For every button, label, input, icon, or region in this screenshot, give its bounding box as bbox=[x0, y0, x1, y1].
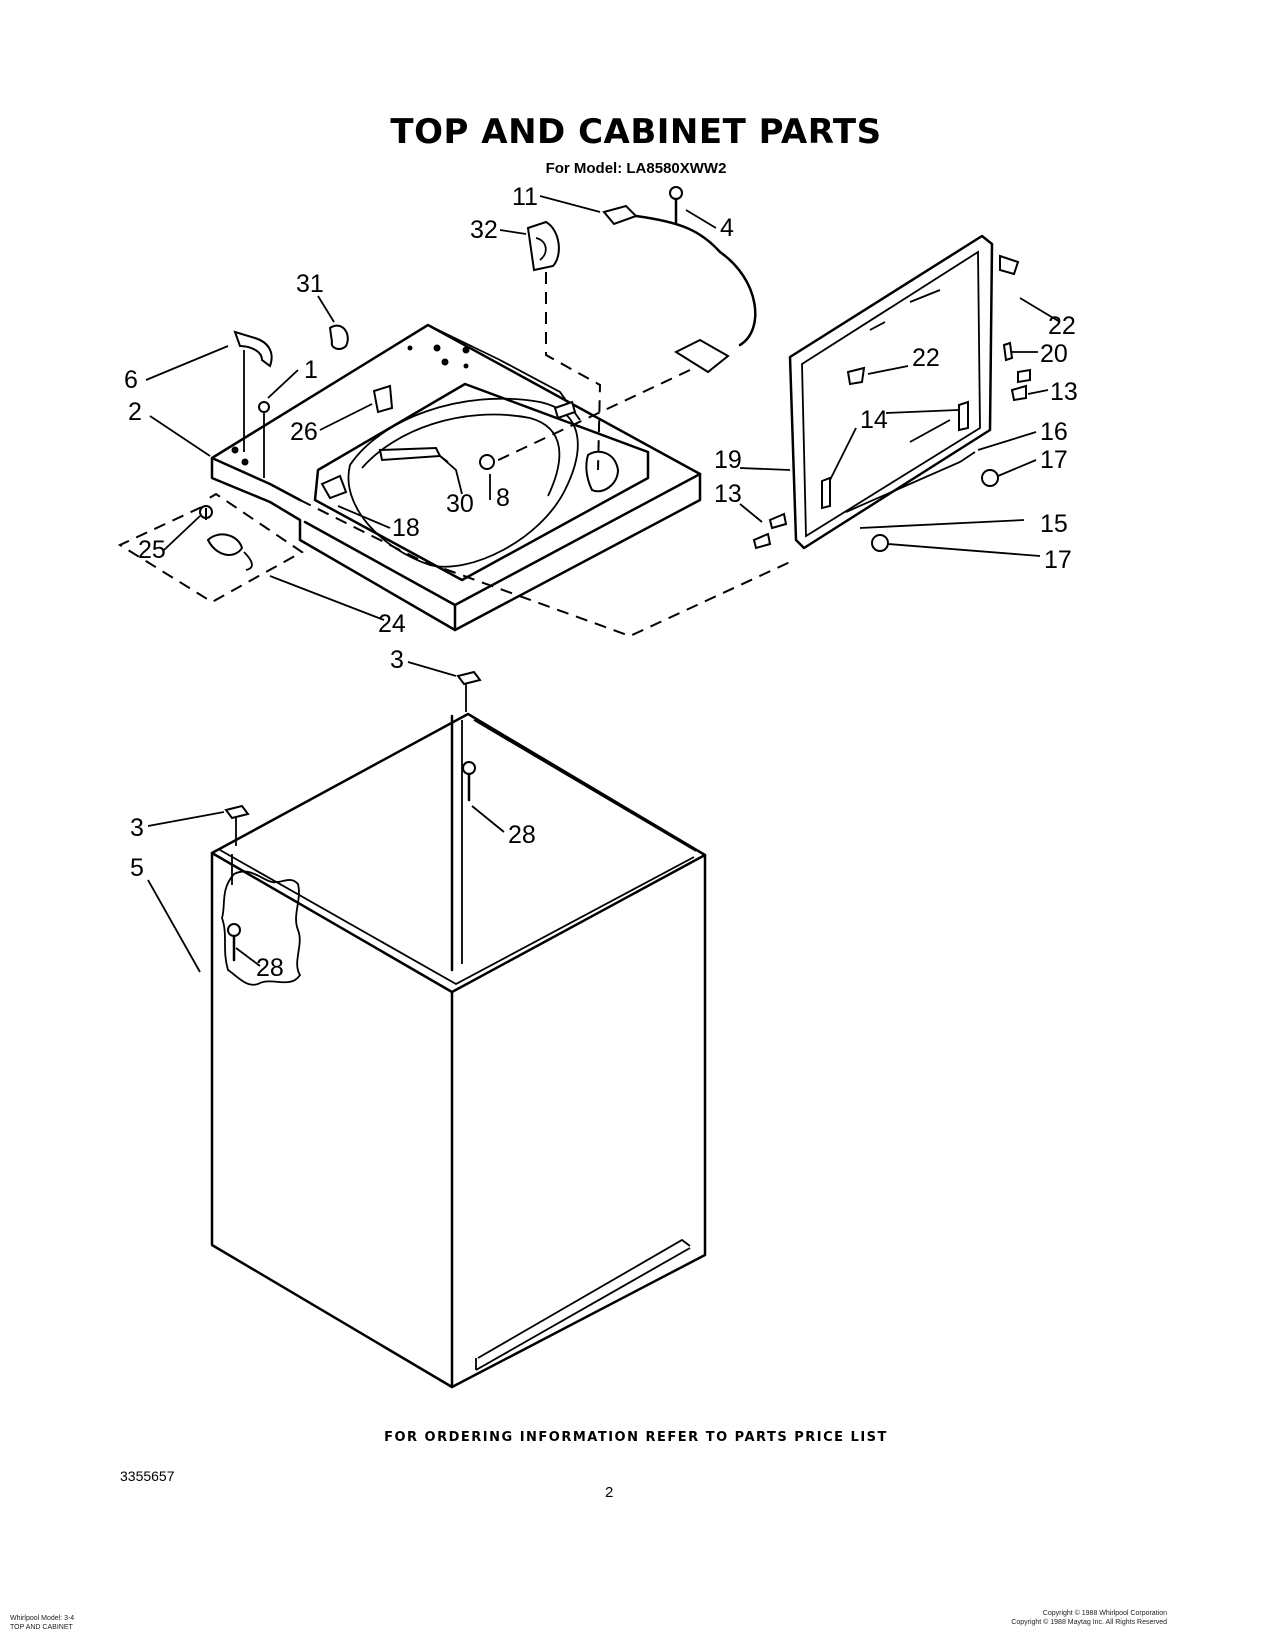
cabinet-top bbox=[210, 323, 702, 632]
callout-20: 20 bbox=[1040, 340, 1068, 368]
ordering-info-note: FOR ORDERING INFORMATION REFER TO PARTS … bbox=[384, 1430, 888, 1445]
callout-4: 4 bbox=[720, 214, 734, 242]
callout-8: 8 bbox=[496, 484, 510, 512]
cabinet bbox=[210, 712, 707, 1389]
callout-1: 1 bbox=[304, 356, 318, 384]
callout-17: 17 bbox=[1040, 446, 1068, 474]
callout-28: 28 bbox=[508, 821, 536, 849]
callout-31: 31 bbox=[296, 270, 324, 298]
callout-25: 25 bbox=[138, 536, 166, 564]
callout-3: 3 bbox=[130, 814, 144, 842]
callout-22: 22 bbox=[1048, 312, 1076, 340]
callout-19: 19 bbox=[714, 446, 742, 474]
callout-13: 13 bbox=[714, 480, 742, 508]
copyright-line: Copyright © 1988 Whirlpool Corporation bbox=[1042, 1610, 1167, 1617]
callout-15: 15 bbox=[1040, 510, 1068, 538]
callout-3: 3 bbox=[390, 646, 404, 674]
callout-2: 2 bbox=[128, 398, 142, 426]
callout-24: 24 bbox=[378, 610, 406, 638]
callout-18: 18 bbox=[392, 514, 420, 542]
guide-lines bbox=[117, 272, 791, 638]
footer-left-line: TOP AND CABINET bbox=[10, 1624, 73, 1631]
leader-lines bbox=[145, 195, 1061, 973]
callout-30: 30 bbox=[446, 490, 474, 518]
callout-32: 32 bbox=[470, 216, 498, 244]
callout-11: 11 bbox=[512, 183, 538, 211]
callout-5: 5 bbox=[130, 854, 144, 882]
callout-16: 16 bbox=[1040, 418, 1068, 446]
copyright-line: Copyright © 1988 Maytag Inc. All Rights … bbox=[1011, 1619, 1167, 1626]
document-number: 3355657 bbox=[120, 1468, 175, 1484]
callout-6: 6 bbox=[124, 366, 138, 394]
page-number: 2 bbox=[605, 1484, 614, 1501]
callout-28: 28 bbox=[256, 954, 284, 982]
callout-17: 17 bbox=[1044, 546, 1072, 574]
callout-26: 26 bbox=[290, 418, 318, 446]
footer-left-line: Whirlpool Model: 3-4 bbox=[10, 1615, 75, 1622]
callout-22: 22 bbox=[912, 344, 940, 372]
footer-left-text: Whirlpool Model: 3-4 TOP AND CABINET bbox=[10, 1614, 74, 1632]
lid bbox=[788, 234, 994, 550]
callout-14: 14 bbox=[860, 406, 888, 434]
model-subtitle: For Model: LA8580XWW2 bbox=[545, 160, 727, 177]
page-title: TOP AND CABINET PARTS bbox=[390, 112, 882, 152]
callout-13: 13 bbox=[1050, 378, 1078, 406]
copyright-text: Copyright © 1988 Whirlpool Corporation C… bbox=[1011, 1609, 1167, 1627]
callouts: 11 4 32 31 22 22 20 6 1 13 2 14 26 16 17… bbox=[124, 183, 1078, 982]
small-parts bbox=[199, 186, 1031, 962]
